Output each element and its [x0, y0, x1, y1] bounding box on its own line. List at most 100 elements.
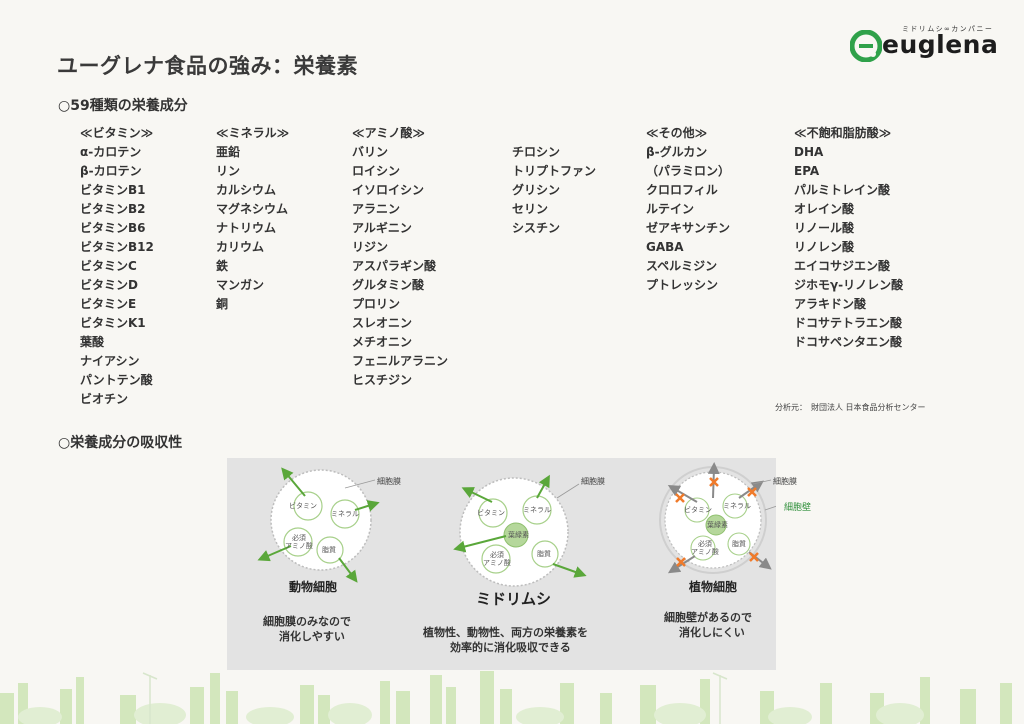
logo-wordmark: euglena — [882, 30, 999, 59]
list-item: リジン — [352, 240, 389, 254]
column-minerals: ≪ミネラル≫ 亜鉛 リン カルシウム マグネシウム ナトリウム カリウム 鉄 マ… — [216, 124, 289, 314]
list-item: カリウム — [216, 240, 265, 254]
list-item: ビオチン — [80, 392, 129, 406]
euglena-mineral-label: ミネラル — [523, 506, 551, 514]
list-item: EPA — [794, 164, 820, 178]
list-item: 亜鉛 — [216, 145, 241, 159]
list-item: ナトリウム — [216, 221, 277, 235]
column-vitamins: ≪ビタミン≫ α-カロテン β-カロテン ビタミンB1 ビタミンB2 ビタミンB… — [80, 124, 154, 409]
list-item: （パラミロン） — [646, 164, 731, 178]
euglena-title: ミドリムシ — [476, 590, 552, 608]
list-item: ビタミンC — [80, 259, 137, 273]
list-item: バリン — [352, 145, 389, 159]
list-item: カルシウム — [216, 183, 277, 197]
euglena-note-1: 植物性、動物性、両方の栄養素を — [423, 626, 588, 639]
list-item: ビタミンD — [80, 278, 138, 292]
list-item: ルテイン — [646, 202, 695, 216]
plant-chlorophyll-label: 葉緑素 — [707, 521, 728, 529]
euglena-chlorophyll-label: 葉緑素 — [508, 531, 529, 539]
logo-tagline: ミドリムシ∞カンパニー — [902, 25, 994, 33]
column-header: ≪その他≫ — [646, 126, 708, 140]
list-item: グリシン — [512, 183, 561, 197]
list-item: イソロイシン — [352, 183, 425, 197]
list-item: ビタミンB1 — [80, 183, 146, 197]
absorption-diagram-panel: 細胞膜 ビタミン ミネラル 必須 アミノ酸 脂質 動物細胞 細胞膜のみなので 消… — [227, 458, 776, 670]
list-item: GABA — [646, 240, 684, 254]
list-item: マグネシウム — [216, 202, 289, 216]
animal-cell — [257, 467, 380, 583]
animal-membrane-label: 細胞膜 — [377, 477, 401, 486]
list-item: スレオニン — [352, 316, 413, 330]
list-item: ドコサテトラエン酸 — [794, 316, 903, 330]
list-item: 鉄 — [216, 259, 229, 273]
euglena-logo-icon — [850, 30, 882, 62]
list-item: スペルミジン — [646, 259, 718, 273]
list-item: オレイン酸 — [794, 202, 855, 216]
list-item: β-カロテン — [80, 164, 142, 178]
column-amino-acids-cont: チロシン トリプトファン グリシン セリン シスチン — [512, 143, 596, 238]
euglena-vitamin-label: ビタミン — [477, 509, 505, 517]
euglena-logo: ミドリムシ∞カンパニー euglena — [850, 24, 1000, 64]
animal-mineral-label: ミネラル — [331, 510, 359, 518]
plant-cell — [659, 462, 776, 574]
section-heading-absorption: ○栄養成分の吸収性 — [58, 435, 183, 451]
list-item: メチオニン — [352, 335, 413, 349]
list-item: ナイアシン — [80, 354, 140, 368]
green-cityscape-decoration — [0, 671, 1012, 724]
section-heading-nutrients: ○59種類の栄養成分 — [58, 98, 188, 114]
animal-cell-note-2: 消化しやすい — [279, 630, 345, 643]
euglena-cell — [453, 474, 587, 587]
list-item: セリン — [512, 202, 549, 216]
list-item: シスチン — [512, 221, 561, 235]
blocked-x-marks — [675, 477, 759, 567]
animal-cell-note-1: 細胞膜のみなので — [263, 615, 351, 628]
list-item: アラニン — [352, 202, 401, 216]
list-item: ヒスチジン — [352, 373, 413, 387]
column-header: ≪アミノ酸≫ — [352, 126, 425, 140]
euglena-membrane-label: 細胞膜 — [581, 477, 605, 486]
list-item: フェニルアラニン — [352, 354, 449, 368]
list-item: ビタミンB12 — [80, 240, 154, 254]
plant-cell-note-1: 細胞壁があるので — [664, 611, 752, 624]
column-header: ≪ミネラル≫ — [216, 126, 290, 140]
list-item: リン — [216, 164, 241, 178]
list-item: プトレッシン — [646, 278, 719, 292]
list-item: 葉酸 — [80, 335, 105, 349]
plant-cell-note-2: 消化しにくい — [679, 626, 745, 639]
list-item: ビタミンE — [80, 297, 137, 311]
list-item: α-カロテン — [80, 145, 142, 159]
absorption-diagram — [257, 462, 776, 587]
plant-amino-label: 必須 アミノ酸 — [691, 540, 719, 556]
column-header: ≪ビタミン≫ — [80, 126, 154, 140]
column-unsaturated-fatty-acids: ≪不飽和脂肪酸≫ DHA EPA パルミトレイン酸 オレイン酸 リノール酸 リノ… — [794, 124, 903, 352]
list-item: クロロフィル — [646, 183, 718, 197]
plant-wall-label: 細胞壁 — [784, 503, 812, 513]
list-item: エイコサジエン酸 — [794, 259, 891, 273]
list-item: チロシン — [512, 145, 561, 159]
plant-cell-title: 植物細胞 — [689, 580, 738, 594]
euglena-note-2: 効率的に消化吸収できる — [450, 641, 571, 654]
animal-vitamin-label: ビタミン — [289, 502, 317, 510]
list-item: トリプトファン — [512, 164, 597, 178]
list-item: ジホモγ-リノレン酸 — [794, 278, 904, 292]
list-item: アルギニン — [352, 221, 412, 235]
list-item: プロリン — [352, 297, 401, 311]
column-others: ≪その他≫ β-グルカン （パラミロン） クロロフィル ルテイン ゼアキサンチン… — [646, 124, 730, 295]
euglena-lipid-label: 脂質 — [537, 550, 551, 558]
list-item: アスパラギン酸 — [352, 259, 437, 273]
list-item: ロイシン — [352, 164, 401, 178]
list-item: マンガン — [216, 278, 265, 292]
analysis-source: 分析元： 財団法人 日本食品分析センター — [775, 403, 926, 412]
list-item: ビタミンB6 — [80, 221, 146, 235]
list-item: リノレン酸 — [794, 240, 855, 254]
column-amino-acids: ≪アミノ酸≫ バリン ロイシン イソロイシン アラニン アルギニン リジン アス… — [352, 124, 448, 390]
list-item: DHA — [794, 145, 824, 159]
euglena-amino-label: 必須 アミノ酸 — [483, 551, 511, 567]
list-item: β-グルカン — [646, 145, 708, 159]
list-item: パントテン酸 — [80, 373, 153, 387]
animal-amino-label: 必須 アミノ酸 — [285, 534, 313, 550]
list-item: アラキドン酸 — [794, 297, 867, 311]
list-item: パルミトレイン酸 — [794, 183, 891, 197]
page-title: ユーグレナ食品の強み：栄養素 — [57, 54, 358, 78]
column-header: ≪不飽和脂肪酸≫ — [794, 126, 892, 140]
